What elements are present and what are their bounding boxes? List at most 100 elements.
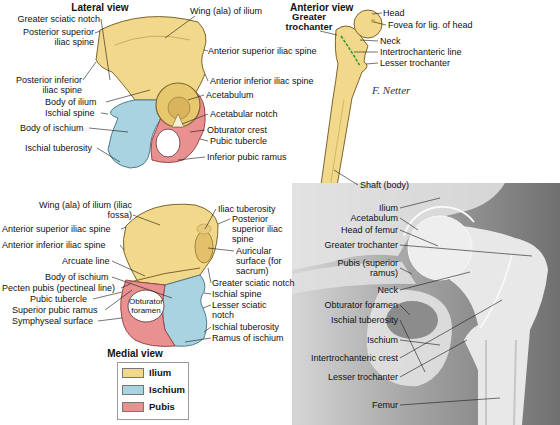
leader-line (400, 300, 502, 358)
lateral-hip-bone (96, 17, 206, 168)
leader-line (208, 268, 211, 283)
anatomy-label: Intertrochanteric line (380, 47, 490, 57)
anatomy-label: Anterior superior iliac spine (2, 224, 132, 234)
leader-line (101, 113, 108, 114)
acetabulum-rim (156, 83, 200, 127)
leader-line (400, 340, 467, 377)
xray-acetabular-roof (404, 207, 474, 236)
leader-line (101, 19, 110, 80)
anatomy-label: Pubic tubercle (30, 294, 110, 304)
leader-line (372, 13, 382, 14)
acetabular-notch (172, 114, 184, 127)
leader-line (200, 139, 208, 141)
anatomy-label: Wing (ala) of ilium (190, 6, 285, 16)
anatomy-label: Superior pubic ramus (12, 305, 112, 315)
medial-hip-bone (121, 204, 218, 346)
anatomy-label: Pubis (superior ramus) (334, 258, 398, 278)
anatomy-label: Auricular surface (for sacrum) (236, 246, 288, 276)
anatomy-label: Pubic tubercle (210, 136, 290, 146)
anatomy-label: Ischial tuberosity (212, 322, 302, 332)
intertrochanteric-line (341, 36, 360, 66)
anatomy-label: Greater trochanter (281, 12, 337, 32)
anatomy-label: Anterior superior iliac spine (208, 46, 348, 56)
anatomy-label: Wing (ala) of ilium (iliac fossa) (30, 200, 132, 220)
view-title: Lateral view (60, 2, 140, 13)
leader-line (204, 293, 211, 294)
leader-line (112, 277, 172, 298)
anatomy-label: Posterior superior iliac spine (232, 214, 284, 244)
leader-line (366, 63, 378, 64)
anatomy-label: Body of ilium (45, 97, 115, 107)
leader-line (95, 31, 100, 33)
leader-line (400, 268, 412, 274)
legend-box: IliumIschiumPubis (117, 362, 189, 420)
legend-text: Ischium (149, 384, 185, 396)
anatomy-label: Head (383, 8, 423, 18)
anatomy-label: Greater sciatic notch (0, 14, 100, 24)
xray-intertrochanteric-crest (480, 255, 512, 328)
leader-line (360, 40, 378, 41)
anterior-femur (320, 10, 382, 192)
view-title: Medial view (95, 348, 175, 359)
anatomy-label: Iliac tuberosity (218, 204, 308, 214)
leader-line (400, 398, 500, 405)
anatomy-label: Head of femur (298, 225, 398, 235)
anatomy-label: Ramus of ischium (212, 333, 302, 343)
leader-line (204, 327, 211, 332)
anatomy-label: Ischial tuberosity (298, 315, 398, 325)
arcuate-line (130, 268, 200, 282)
leader-line (112, 261, 145, 276)
xray-femoral-head (408, 216, 472, 280)
leader-line (98, 318, 122, 321)
leader-line (354, 52, 378, 53)
leader-line (182, 114, 208, 124)
anatomy-label: Intertrochanteric crest (298, 353, 398, 363)
leader-line (83, 62, 96, 80)
leader-line (190, 130, 205, 132)
auricular-surface (195, 231, 213, 263)
radiograph (292, 183, 560, 425)
anatomy-label: Inferior pubic ramus (207, 152, 307, 162)
leader-line (93, 292, 122, 299)
legend-text: Ilium (149, 367, 171, 379)
anatomy-label: Shaft (body) (360, 180, 430, 190)
legend-swatch (122, 368, 144, 378)
xray-cortex (486, 340, 516, 425)
anatomy-label: Fovea for lig. of head (388, 20, 508, 30)
leader-line (400, 272, 470, 290)
leader-line (205, 209, 216, 229)
anatomy-label: Greater sciatic notch (212, 278, 312, 288)
anatomy-label: Posterior inferior iliac spine (0, 75, 82, 95)
anatomy-label: Body of ischium (20, 123, 100, 133)
anatomy-label: Lesser trochanter (298, 372, 398, 382)
leader-line (121, 227, 126, 229)
anatomy-label: Arcuate line (62, 256, 122, 266)
leader-line (106, 90, 150, 102)
legend-text: Pubis (149, 401, 175, 413)
anatomy-label: Neck (298, 285, 398, 295)
pubis-region (121, 280, 175, 346)
leader-line (185, 338, 211, 342)
femoral-head (354, 10, 382, 38)
anatomy-label: Acetabulum (298, 213, 398, 223)
leader-line (400, 218, 418, 230)
anatomy-label: Anterior inferior iliac spine (210, 76, 350, 86)
legend-swatch (122, 402, 144, 412)
leader-line (334, 170, 358, 185)
iliac-tuberosity (197, 224, 211, 234)
femur-outline (320, 26, 368, 192)
anatomy-label: Ischium (298, 335, 398, 345)
leader-line (203, 305, 211, 308)
leader-line (89, 128, 128, 132)
anatomy-label: Lesser sciatic notch (212, 300, 278, 320)
artist-signature: F. Netter (372, 84, 432, 96)
leader-line (165, 16, 195, 38)
anatomy-label: Symphyseal surface (12, 316, 112, 326)
anatomy-label: Pecten pubis (pectineal line) (2, 283, 132, 293)
anatomy-label: Acetabulum (206, 90, 276, 100)
anatomy-label: Femur (298, 400, 398, 410)
anatomy-label: Obturator foramen (122, 297, 170, 315)
